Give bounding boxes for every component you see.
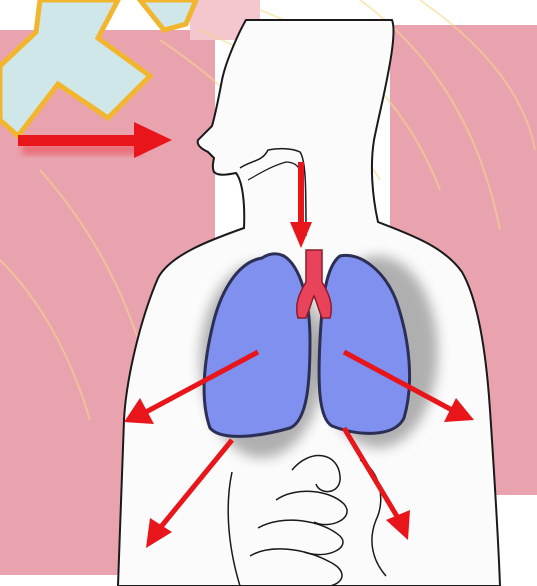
respiratory-diagram [0,0,537,586]
diagram-canvas [0,0,537,586]
